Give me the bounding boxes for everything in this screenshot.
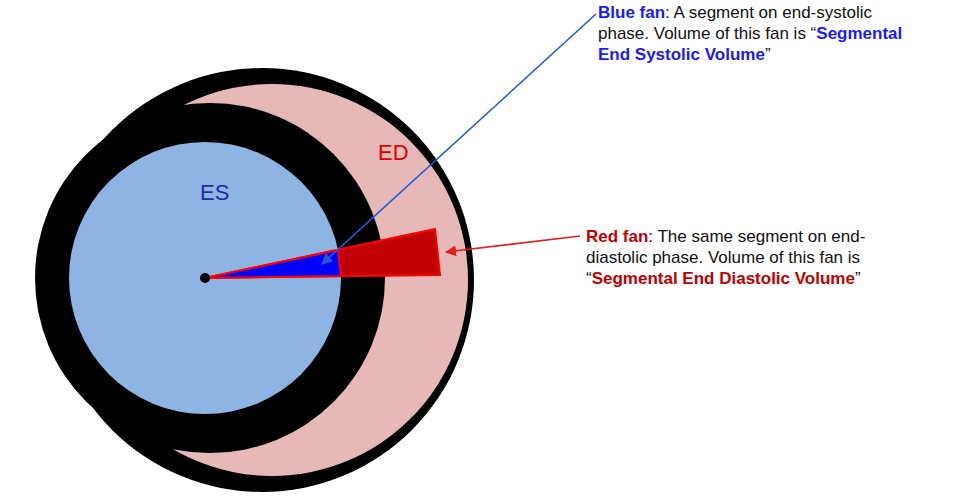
callout-text: Red fan [586,227,648,246]
es-wall [35,103,385,453]
region-label: ES [200,182,229,204]
red-fan-callout: Red fan: The same segment on end-diastol… [586,226,916,289]
es-region: ES [35,103,385,453]
es-cavity [69,142,341,414]
center-dot [200,273,210,283]
leader-line [322,14,596,264]
ed-region: ED ES [50,68,474,492]
callout-text: Blue fan [598,3,665,22]
callout-text: ” [855,269,861,288]
blue-fan [205,250,341,278]
callout-text: ” [765,45,771,64]
callout-text: Segmental End Diastolic Volume [592,269,855,288]
blue-fan-callout: Blue fan: A segment on end-systolic phas… [598,2,916,65]
red-fan [205,229,440,278]
leader-line [446,236,580,252]
region-label: ED [378,142,409,164]
